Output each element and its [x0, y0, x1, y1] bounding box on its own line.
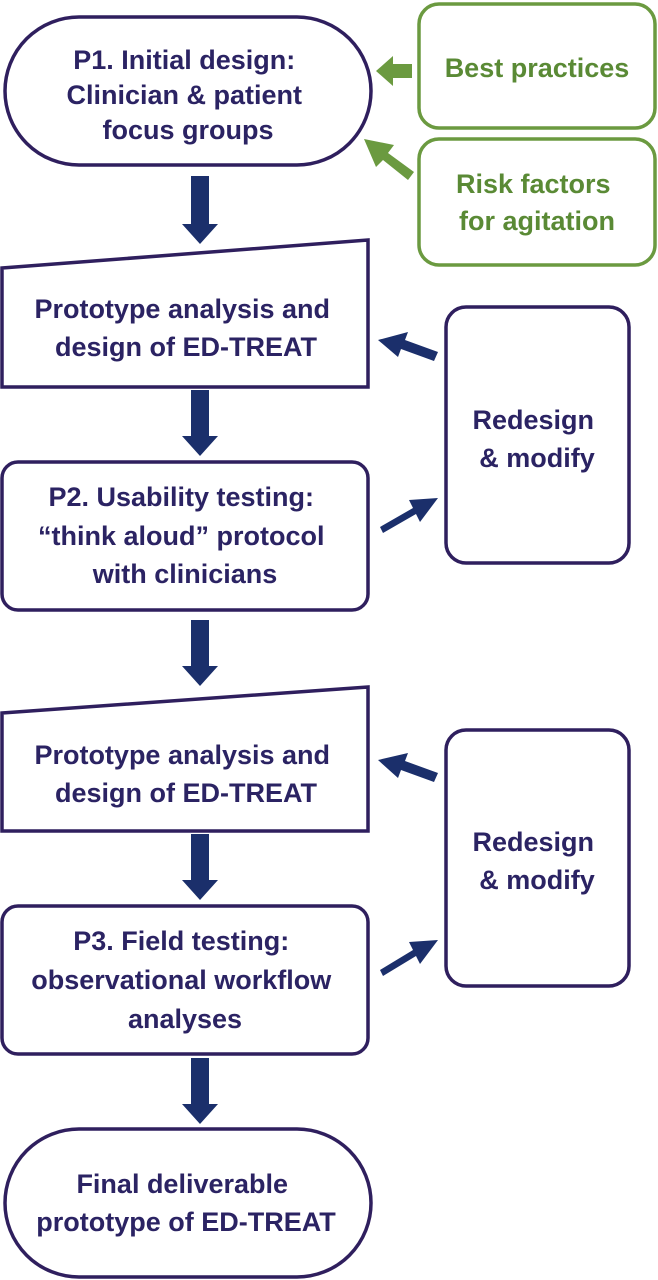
node-p2-line-2: “think aloud” protocol: [38, 521, 324, 551]
arrow-p1-to-prototype1: [182, 176, 218, 244]
arrow-p3-to-final: [182, 1058, 218, 1124]
node-p3: P3. Field testing: observational workflo…: [0, 904, 370, 1056]
svg-text:Prototype analysis and d: Prototype analysis and design of ED-TREA…: [34, 294, 337, 362]
svg-text:P3. Field testing: obser: P3. Field testing: observational workflo…: [31, 926, 339, 1034]
node-redesign2-line-1: Redesign: [472, 827, 594, 857]
arrow-redesign2-to-prototype2: [378, 753, 438, 782]
node-redesign1: Redesign & modify: [444, 305, 631, 565]
node-p2-line-3: with clinicians: [92, 559, 278, 589]
node-p2-line-1: P2. Usability testing:: [48, 482, 314, 512]
node-p3-line-1: P3. Field testing:: [73, 926, 289, 956]
node-redesign1-line-2: & modify: [479, 443, 595, 473]
svg-text:Risk factors for agitati: Risk factors for agitation: [456, 169, 618, 236]
node-prototype2-line-1: Prototype analysis and: [34, 740, 330, 770]
node-p1-line-3: focus groups: [102, 115, 273, 145]
svg-text:P1. Initial design: Clin: P1. Initial design: Clinician & patient …: [66, 45, 309, 145]
node-best-practices: Best practices: [417, 2, 657, 130]
node-prototype2: Prototype analysis and design of ED-TREA…: [0, 685, 370, 833]
node-redesign2: Redesign & modify: [444, 728, 631, 988]
node-risk-factors-line-1: Risk factors: [456, 169, 611, 199]
svg-text:P2. Usability testing: “: P2. Usability testing: “think aloud” pro…: [38, 482, 332, 589]
node-final-line-1: Final deliverable: [76, 1169, 288, 1199]
node-p1-line-2: Clinician & patient: [66, 80, 302, 110]
arrow-prototype1-to-p2: [182, 390, 218, 456]
arrow-p3-to-redesign2: [380, 940, 438, 976]
node-final-line-2: prototype of ED-TREAT: [36, 1207, 336, 1237]
node-risk-factors: Risk factors for agitation: [417, 137, 657, 267]
node-redesign2-line-2: & modify: [479, 865, 595, 895]
node-prototype2-line-2: design of ED-TREAT: [55, 778, 317, 808]
svg-text:Prototype analysis and d: Prototype analysis and design of ED-TREA…: [34, 740, 337, 808]
node-risk-factors-line-2: for agitation: [459, 206, 615, 236]
node-p1: P1. Initial design: Clinician & patient …: [3, 15, 373, 167]
node-prototype1: Prototype analysis and design of ED-TREA…: [0, 238, 370, 389]
node-best-practices-line-1: Best practices: [445, 53, 630, 83]
svg-text:Redesign & modify: Redesign & modify: [472, 405, 601, 473]
svg-text:Redesign & modify: Redesign & modify: [472, 827, 601, 895]
arrow-redesign1-to-prototype1: [378, 332, 438, 361]
arrow-risk-factors-to-p1: [364, 139, 414, 180]
node-p3-line-2: observational workflow: [31, 965, 332, 995]
node-p1-line-1: P1. Initial design:: [73, 45, 295, 75]
svg-text:Best practices: Best practices: [445, 53, 630, 83]
arrow-best-practices-to-p1: [376, 56, 412, 86]
arrow-p2-to-prototype2: [182, 620, 218, 686]
node-redesign1-line-1: Redesign: [472, 405, 594, 435]
node-p3-line-3: analyses: [128, 1004, 242, 1034]
svg-text:Final deliverable protot: Final deliverable prototype of ED-TREAT: [36, 1169, 336, 1237]
node-prototype1-line-2: design of ED-TREAT: [55, 332, 317, 362]
node-final: Final deliverable prototype of ED-TREAT: [3, 1127, 373, 1279]
node-p2: P2. Usability testing: “think aloud” pro…: [0, 460, 370, 612]
arrow-prototype2-to-p3: [182, 834, 218, 900]
arrow-p2-to-redesign1: [380, 498, 438, 533]
node-prototype1-line-1: Prototype analysis and: [34, 294, 330, 324]
